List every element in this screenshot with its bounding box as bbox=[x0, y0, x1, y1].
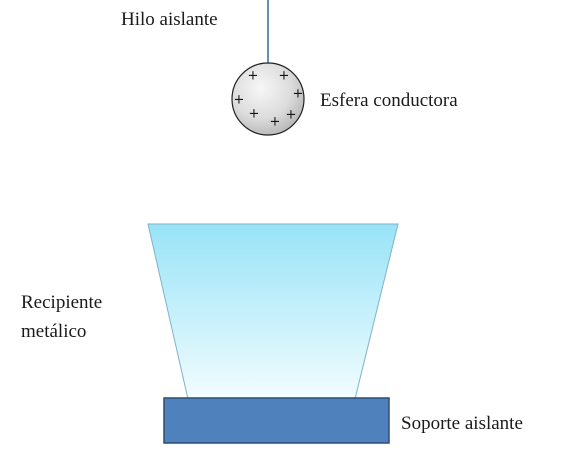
charge-plus: + bbox=[270, 115, 281, 130]
charge-plus: + bbox=[293, 87, 304, 102]
sphere-charges: + + + + + + + bbox=[234, 69, 304, 130]
container-label-line2: metálico bbox=[21, 321, 87, 342]
charge-plus: + bbox=[286, 108, 297, 123]
conducting-sphere bbox=[231, 62, 305, 136]
charge-plus: + bbox=[279, 69, 290, 84]
metal-container bbox=[147, 223, 399, 400]
thread-label: Hilo aislante bbox=[121, 9, 218, 30]
charge-plus: + bbox=[234, 93, 245, 108]
container-label-line1: Recipiente bbox=[21, 292, 103, 313]
sphere-label: Esfera conductora bbox=[320, 90, 458, 111]
support-label: Soporte aislante bbox=[401, 413, 523, 434]
insulating-support bbox=[163, 397, 390, 444]
charge-plus: + bbox=[248, 69, 259, 84]
charge-plus: + bbox=[249, 107, 260, 122]
